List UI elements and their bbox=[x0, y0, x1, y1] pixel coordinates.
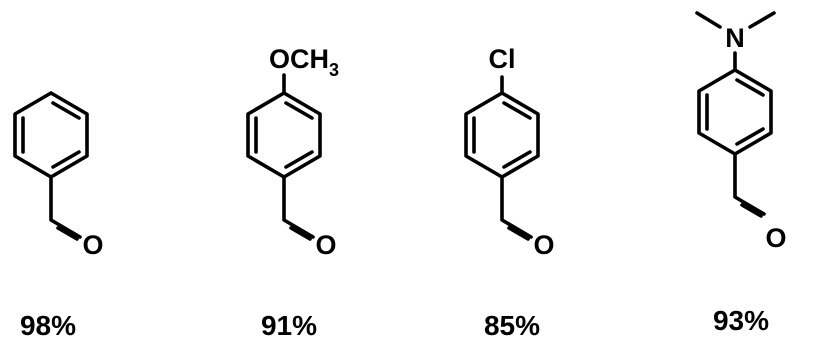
aldehyde-oxygen-label: O bbox=[533, 230, 554, 260]
methyl-bonds bbox=[695, 11, 776, 29]
nitrogen-label: N bbox=[725, 23, 745, 53]
yield-label: 98% bbox=[20, 310, 76, 341]
aldehyde-group bbox=[49, 175, 82, 241]
compound-4-dimethylaminobenzaldehyde: N O 93% bbox=[695, 11, 787, 336]
ring-double-bonds bbox=[21, 101, 81, 169]
aldehyde-oxygen-label: O bbox=[765, 223, 786, 253]
aldehyde-oxygen-label: O bbox=[315, 230, 336, 260]
compound-benzaldehyde: O 98% bbox=[13, 91, 104, 341]
aldehyde-group bbox=[733, 152, 766, 218]
methoxy-label: OCH3 bbox=[269, 44, 339, 80]
benzene-ring bbox=[464, 91, 540, 179]
ring-double-bonds bbox=[472, 101, 532, 169]
compound-4-chlorobenzaldehyde: Cl O 85% bbox=[464, 44, 555, 341]
benzene-ring bbox=[246, 91, 322, 179]
aldehyde-oxygen-label: O bbox=[82, 230, 103, 260]
yield-label: 91% bbox=[261, 310, 317, 341]
benzene-ring bbox=[697, 68, 773, 156]
yield-label: 85% bbox=[484, 310, 540, 341]
benzene-ring bbox=[13, 91, 89, 179]
ring-double-bonds bbox=[254, 101, 314, 169]
ring-double-bonds bbox=[705, 78, 765, 146]
aldehyde-group bbox=[500, 175, 533, 241]
chloro-label: Cl bbox=[489, 44, 516, 74]
aldehyde-group bbox=[282, 175, 315, 241]
yield-label: 93% bbox=[713, 305, 769, 336]
compound-4-methoxybenzaldehyde: OCH3 O 91% bbox=[246, 44, 339, 341]
